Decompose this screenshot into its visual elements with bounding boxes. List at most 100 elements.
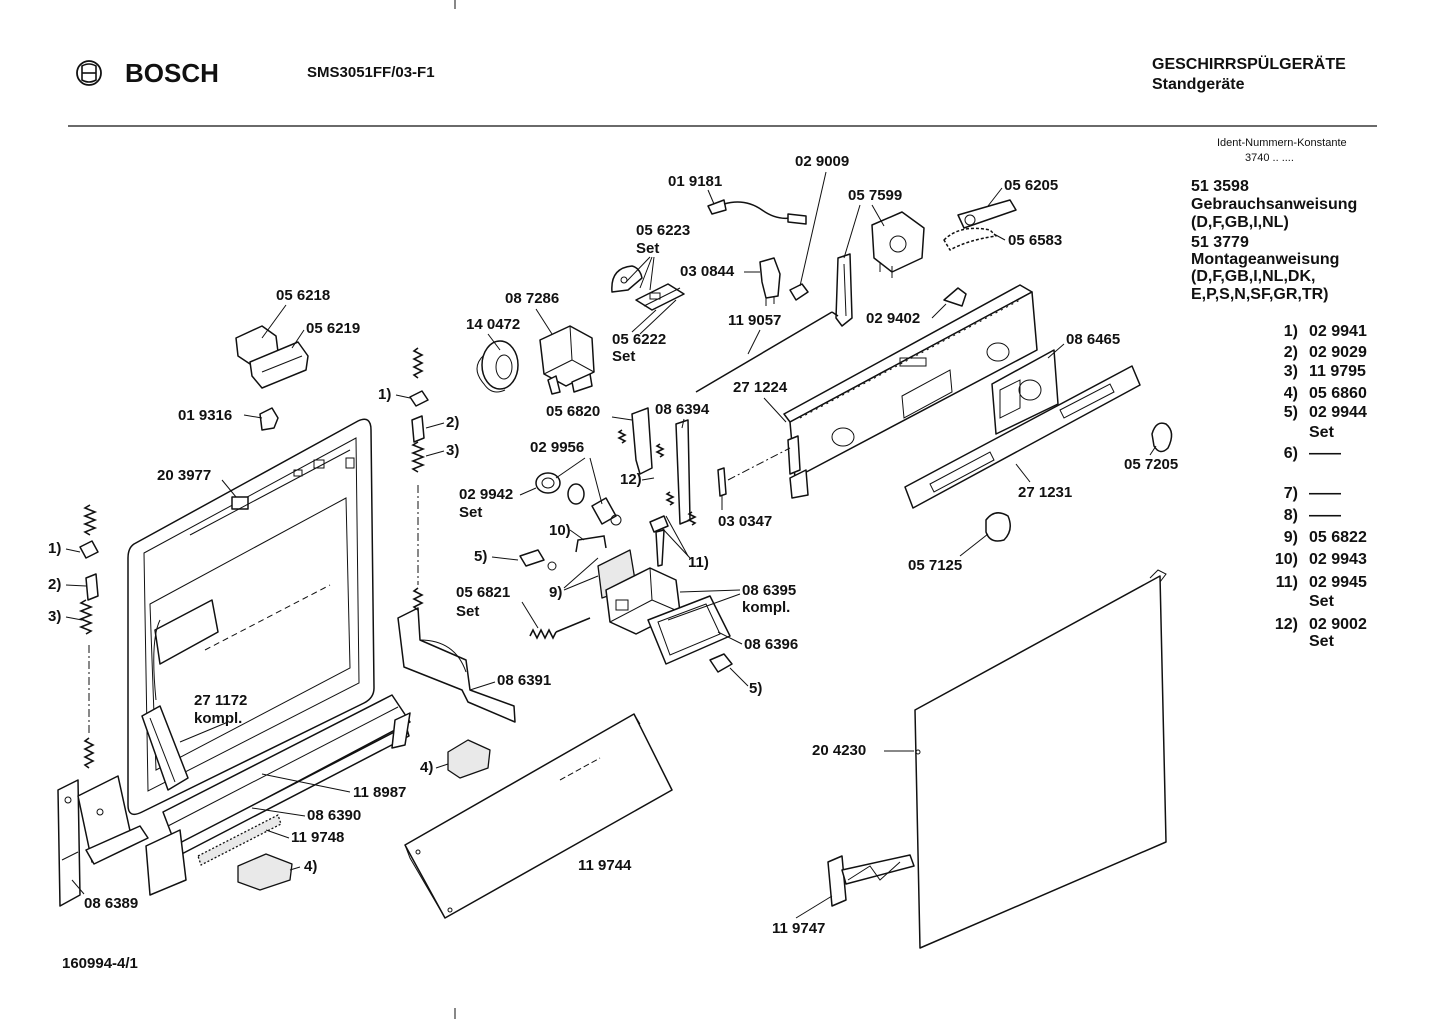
part-label: 08 6394 bbox=[655, 401, 710, 418]
switch-lever bbox=[943, 227, 997, 251]
part-label: 08 6395 bbox=[742, 582, 796, 599]
indicator-lamp-cable bbox=[707, 199, 807, 225]
ref-label: 2) bbox=[446, 414, 459, 431]
part-label: 08 6390 bbox=[307, 807, 361, 824]
part-label: 05 6223 bbox=[636, 222, 690, 239]
legend-part: 02 9945 bbox=[1309, 574, 1367, 591]
legend-part: 02 9029 bbox=[1309, 344, 1367, 361]
part-label: 02 9942 bbox=[459, 486, 513, 503]
ref-label: 3) bbox=[48, 608, 61, 625]
part-label: 01 9181 bbox=[668, 173, 722, 190]
legend-part: —— bbox=[1309, 445, 1341, 462]
control-panel bbox=[783, 284, 1038, 499]
leader-lines bbox=[65, 171, 1157, 919]
part-label: 05 6583 bbox=[1008, 232, 1062, 249]
door-inner-frame bbox=[127, 418, 375, 816]
part-label: 05 6219 bbox=[306, 320, 360, 337]
legend-key: 8) bbox=[1284, 507, 1298, 524]
model-number: SMS3051FF/03-F1 bbox=[307, 64, 435, 81]
program-timer bbox=[539, 325, 595, 395]
legend-part: —— bbox=[1309, 507, 1341, 524]
part-note: Set bbox=[636, 240, 659, 257]
part-label: 11 9748 bbox=[291, 829, 344, 846]
part-label: 08 6389 bbox=[84, 895, 138, 912]
legend-note: Set bbox=[1309, 633, 1335, 650]
panel-clip bbox=[943, 287, 967, 307]
ref-label: 5) bbox=[749, 680, 762, 697]
doc-line: (D,F,GB,I,NL) bbox=[1191, 214, 1289, 231]
foot-block-a bbox=[447, 739, 491, 779]
part-label: 08 6391 bbox=[497, 672, 551, 689]
small-clip-b bbox=[709, 653, 733, 673]
doc-line: 51 3779 bbox=[1191, 234, 1249, 251]
legend-part: —— bbox=[1309, 485, 1341, 502]
switch-contact-set bbox=[635, 283, 685, 311]
part-label: 27 1224 bbox=[733, 379, 788, 396]
legend-note: Set bbox=[1309, 424, 1335, 441]
hinge-bracket-part bbox=[235, 325, 309, 389]
part-label: 05 6820 bbox=[546, 403, 600, 420]
part-label: 11 9057 bbox=[728, 312, 781, 329]
lock-gasket bbox=[647, 595, 731, 665]
legend-key: 3) bbox=[1284, 363, 1298, 380]
actuator-rod bbox=[695, 311, 839, 393]
legend-key: 1) bbox=[1284, 323, 1298, 340]
legend-part: 02 9941 bbox=[1309, 323, 1367, 340]
ref-label: 3) bbox=[446, 442, 459, 459]
knob-large bbox=[1151, 422, 1173, 453]
drawing-number: 160994-4/1 bbox=[62, 955, 138, 972]
part-label: 05 6218 bbox=[276, 287, 330, 304]
legend-note: Set bbox=[1309, 593, 1335, 610]
part-label: 03 0347 bbox=[718, 513, 772, 530]
ref-label: 10) bbox=[549, 522, 571, 539]
ref-label: 2) bbox=[48, 576, 61, 593]
part-note: Set bbox=[456, 603, 479, 620]
doc-line: (D,F,GB,I,NL,DK, bbox=[1191, 268, 1315, 285]
part-label: 11 9747 bbox=[772, 920, 825, 937]
connector-plug bbox=[759, 257, 781, 306]
ref-label: 4) bbox=[304, 858, 317, 875]
side-bracket bbox=[391, 607, 516, 749]
legend-part: 05 6822 bbox=[1309, 529, 1367, 546]
ref-label: 4) bbox=[420, 759, 433, 776]
legend-key: 7) bbox=[1284, 485, 1298, 502]
kick-plate bbox=[404, 713, 673, 919]
lock-spring bbox=[529, 617, 591, 640]
part-note: Set bbox=[459, 504, 482, 521]
switch-bracket bbox=[835, 253, 853, 327]
doc-line: Gebrauchsanweisung bbox=[1191, 196, 1357, 213]
front-door-panel bbox=[914, 569, 1167, 949]
legend-key: 12) bbox=[1275, 616, 1298, 633]
part-label: 11 8987 bbox=[353, 784, 406, 801]
legend-part: 11 9795 bbox=[1309, 363, 1366, 380]
part-label: 08 6465 bbox=[1066, 331, 1120, 348]
right-hinge-spring-assembly bbox=[409, 347, 429, 611]
part-labels: 05 6218 05 6219 01 9316 20 3977 14 0472 … bbox=[84, 153, 1178, 937]
door-felt-strip bbox=[197, 814, 282, 866]
fan-disc bbox=[476, 340, 519, 393]
part-label: 08 7286 bbox=[505, 290, 559, 307]
part-note: Set bbox=[612, 348, 635, 365]
legend-key: 5) bbox=[1284, 404, 1298, 421]
legend-key: 4) bbox=[1284, 385, 1298, 402]
small-switch-pin bbox=[789, 283, 809, 301]
legend-key: 9) bbox=[1284, 529, 1298, 546]
ref-label: 11) bbox=[688, 554, 709, 571]
ref-label: 9) bbox=[549, 584, 562, 601]
legend-part: 02 9943 bbox=[1309, 551, 1367, 568]
ref-label: 1) bbox=[378, 386, 391, 403]
small-clip-a bbox=[519, 549, 557, 571]
part-label: 03 0844 bbox=[680, 263, 735, 280]
latch-bracket bbox=[655, 419, 697, 526]
footnote-legend: 1) 02 9941 2) 02 9029 3) 11 9795 4) 05 6… bbox=[1275, 323, 1367, 650]
pin-part bbox=[717, 467, 727, 497]
part-label: 27 1172 bbox=[194, 692, 247, 709]
left-hinge-spring-assembly bbox=[78, 504, 99, 769]
left-hinge bbox=[57, 775, 187, 907]
brand-name: BOSCH bbox=[125, 58, 219, 88]
assembly-line bbox=[727, 447, 791, 481]
part-label: 20 4230 bbox=[812, 742, 866, 759]
doc-line: E,P,S,N,SF,GR,TR) bbox=[1191, 286, 1329, 303]
legend-key: 6) bbox=[1284, 445, 1298, 462]
